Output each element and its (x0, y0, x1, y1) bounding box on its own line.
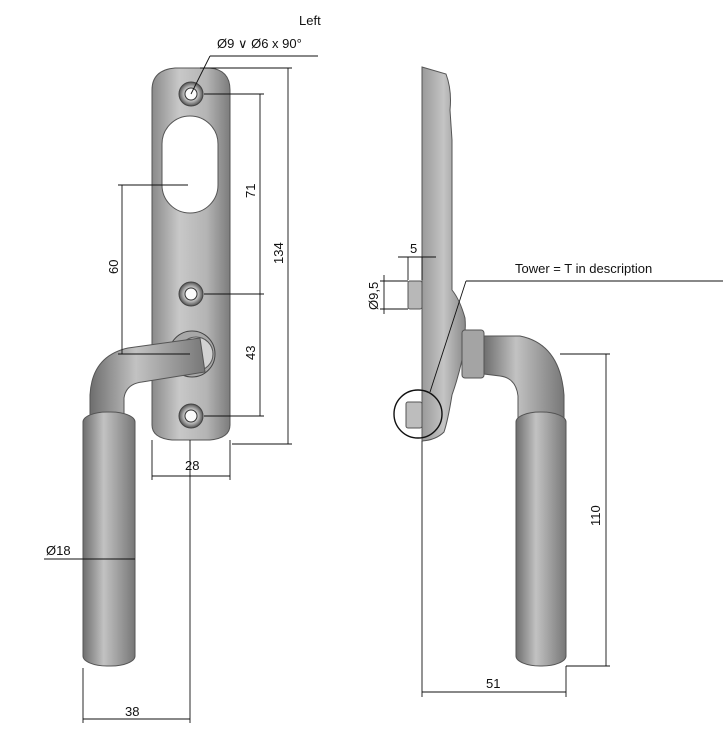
dim-110: 110 (588, 505, 603, 526)
side-handle-grip (515, 411, 567, 667)
handle-grip (82, 411, 136, 667)
screw-hole-middle (178, 281, 204, 307)
front-view (82, 67, 231, 667)
side-view (393, 66, 567, 667)
dim-134: 134 (271, 242, 286, 264)
side-label: Left (299, 13, 321, 28)
dim-43: 43 (243, 346, 258, 360)
tower-note: Tower = T in description (515, 261, 652, 276)
tower-circle (393, 389, 443, 439)
screw-hole-bottom (178, 403, 204, 429)
dim-38: 38 (125, 704, 139, 719)
dim-18: Ø18 (46, 543, 71, 558)
hole-spec-label: Ø9 ∨ Ø6 x 90° (217, 36, 302, 51)
screw-hole-top (178, 81, 204, 107)
side-dimensions (380, 256, 723, 697)
oval-cutout (161, 115, 219, 214)
dim-5: 5 (410, 241, 417, 256)
dim-60: 60 (106, 260, 121, 274)
front-dimensions (44, 55, 318, 723)
side-rosette (461, 329, 485, 379)
side-handle-arm (483, 335, 565, 421)
dim-71: 71 (243, 184, 258, 198)
dim-51: 51 (486, 676, 500, 691)
tower-stub (405, 401, 423, 429)
dim-9-5: Ø9,5 (366, 282, 381, 310)
side-plate (421, 66, 466, 442)
dim-28: 28 (185, 458, 199, 473)
spindle-stub (407, 280, 423, 310)
